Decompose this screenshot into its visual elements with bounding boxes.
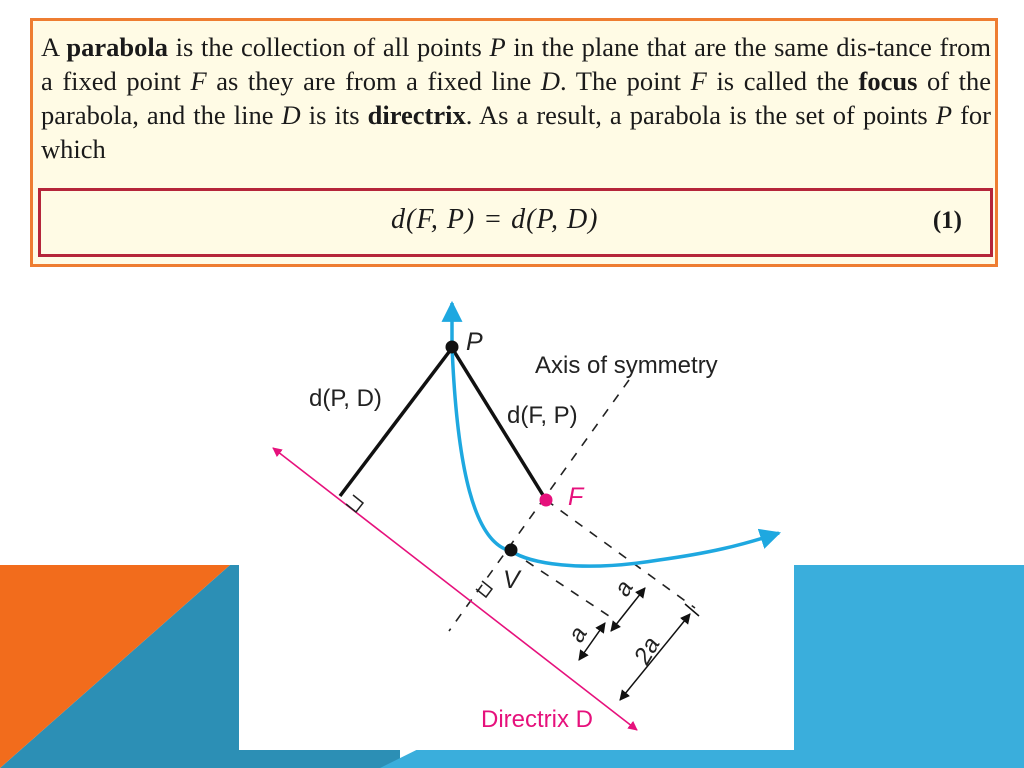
parabola-curve xyxy=(441,300,781,568)
label-axis-of-symmetry: Axis of symmetry xyxy=(535,352,718,379)
label-a-upper: a xyxy=(609,576,639,601)
def-text-2: is the collection of all points xyxy=(175,32,482,62)
label-a-lower: a xyxy=(563,622,593,647)
label-focus: F xyxy=(568,483,585,511)
term-directrix: directrix xyxy=(367,100,466,130)
label-p: P xyxy=(466,328,483,356)
label-d-f-p: d(F, P) xyxy=(507,402,578,429)
def-text-9: . As a result, a parabola is the set of … xyxy=(465,100,928,130)
point-p xyxy=(445,340,459,354)
guide-line-focus xyxy=(545,499,696,609)
point-vertex xyxy=(504,543,518,557)
equation-formula: d(F, P) = d(P, D) xyxy=(391,204,599,235)
equation-box: d(F, P) = d(P, D) (1) xyxy=(38,188,993,257)
right-angle-marker-axis xyxy=(475,580,494,599)
definition-text: A parabola is the collection of all poin… xyxy=(41,30,991,166)
var-d-2: D xyxy=(281,100,301,130)
def-text-8: is its xyxy=(308,100,360,130)
def-text-10: for which xyxy=(41,100,991,164)
right-angle-marker-pd xyxy=(345,494,365,514)
var-f: F xyxy=(190,66,207,96)
guide-line-vertex xyxy=(510,550,610,617)
parabola-figure: P Axis of symmetry d(P, D) d(F, P) F V a… xyxy=(272,300,781,733)
dimension-arrow-a-upper xyxy=(610,587,646,632)
dimension-tick xyxy=(684,603,700,617)
slide-decor-orange xyxy=(0,565,230,768)
label-directrix: Directrix D xyxy=(481,706,593,733)
def-text-5: . The point xyxy=(560,66,682,96)
term-parabola: parabola xyxy=(66,32,168,62)
label-vertex: V xyxy=(503,566,522,594)
directrix-line xyxy=(272,447,638,731)
definition-box: A parabola is the collection of all poin… xyxy=(30,18,998,267)
dimension-arrow-a-lower xyxy=(578,622,606,661)
def-text-4: as they are from a fixed line xyxy=(216,66,532,96)
var-f-2: F xyxy=(690,66,707,96)
var-p-2: P xyxy=(935,100,953,130)
var-d: D xyxy=(540,66,561,96)
def-text-1: A xyxy=(41,32,59,62)
parabola-figure-panel: P Axis of symmetry d(P, D) d(F, P) F V a… xyxy=(239,298,794,750)
label-d-p-d: d(P, D) xyxy=(309,385,382,412)
label-2a: 2a xyxy=(628,632,665,669)
point-focus xyxy=(539,493,553,507)
term-focus: focus xyxy=(858,66,918,96)
segment-p-to-directrix xyxy=(338,346,454,498)
var-p: P xyxy=(489,32,506,62)
equation-number: (1) xyxy=(932,207,962,234)
def-text-7: of the parabola, and the line xyxy=(41,66,992,130)
dimension-arrow-2a xyxy=(619,613,691,701)
def-text-3: in the plane that are the same dis-tance… xyxy=(41,32,992,96)
def-text-6: is called the xyxy=(716,66,849,96)
